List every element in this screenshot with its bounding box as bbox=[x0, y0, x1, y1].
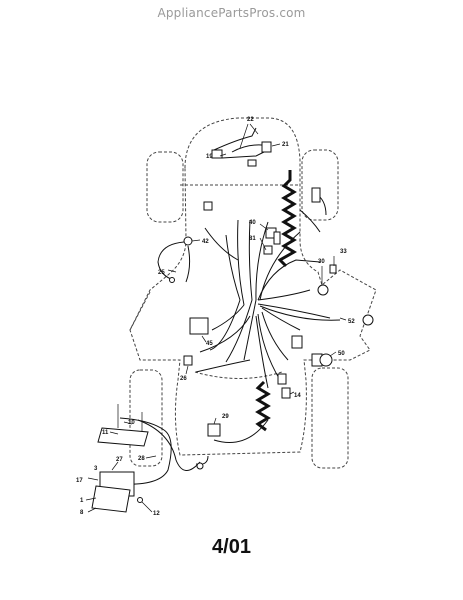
callout-3: 3 bbox=[94, 466, 98, 472]
harness-wires bbox=[119, 127, 341, 485]
tractor-outline bbox=[129, 117, 377, 469]
callout-8: 8 bbox=[80, 510, 84, 516]
callout-33: 33 bbox=[340, 249, 347, 255]
callout-labels: 22 19 21 40 81 42 25 30 33 52 45 26 50 1… bbox=[76, 117, 355, 517]
callout-11: 11 bbox=[102, 430, 109, 436]
callout-10: 10 bbox=[128, 420, 135, 426]
callout-17: 17 bbox=[76, 478, 83, 484]
callout-50: 50 bbox=[338, 351, 345, 357]
callout-45: 45 bbox=[206, 341, 213, 347]
callout-12: 12 bbox=[153, 511, 160, 517]
callout-26: 26 bbox=[180, 376, 187, 382]
callout-22: 22 bbox=[247, 117, 254, 123]
callout-52: 52 bbox=[348, 319, 355, 325]
callout-14: 14 bbox=[294, 393, 301, 399]
leader-lines bbox=[85, 123, 347, 513]
callout-1: 1 bbox=[80, 498, 84, 504]
callout-30: 30 bbox=[318, 259, 325, 265]
callout-42: 42 bbox=[202, 239, 209, 245]
callout-27: 27 bbox=[116, 457, 123, 463]
callout-25: 25 bbox=[158, 270, 165, 276]
callout-21: 21 bbox=[282, 142, 289, 148]
coiled-loom bbox=[255, 170, 297, 432]
callout-28: 28 bbox=[138, 456, 145, 462]
callout-40: 40 bbox=[249, 220, 256, 226]
footer-date-code: 4/01 bbox=[212, 536, 251, 558]
callout-29: 29 bbox=[222, 414, 229, 420]
components bbox=[91, 141, 374, 513]
callout-81: 81 bbox=[249, 236, 256, 242]
callout-19: 19 bbox=[206, 154, 213, 160]
watermark-text: AppliancePartsPros.com bbox=[157, 6, 306, 20]
